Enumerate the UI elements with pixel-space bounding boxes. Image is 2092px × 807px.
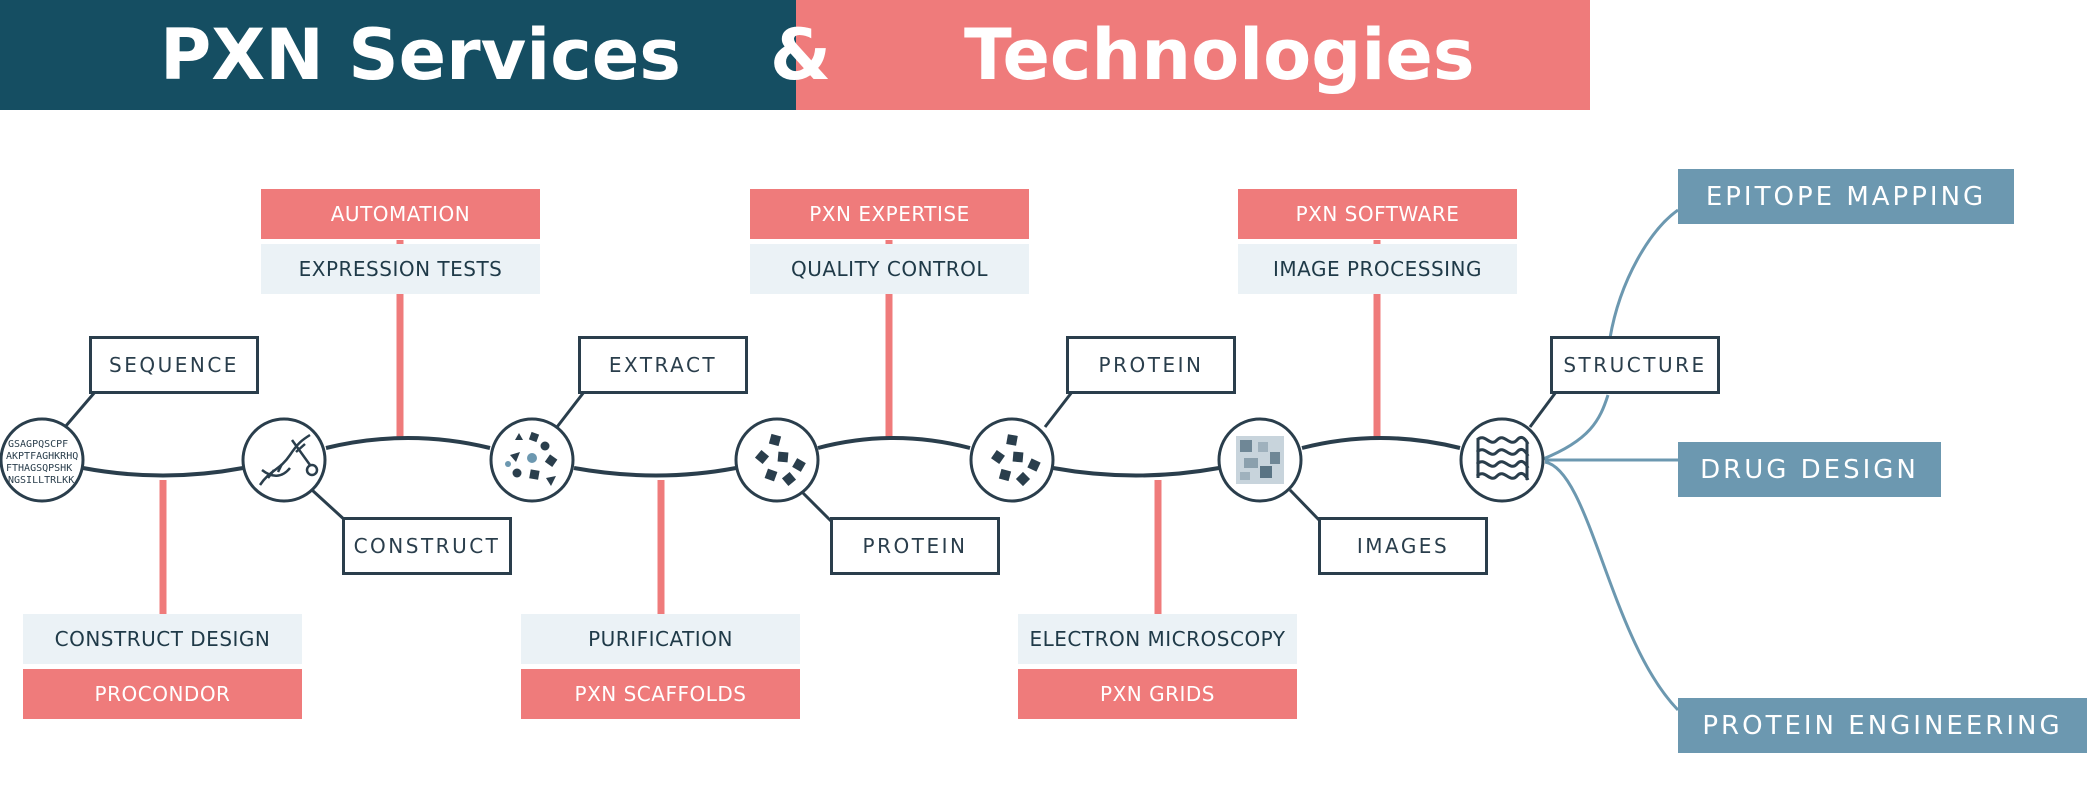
output-protein-purified: PROTEIN: [830, 517, 1000, 575]
node-qc-protein: [969, 417, 1055, 503]
branch-structure-up: [1542, 394, 1610, 461]
pipeline-link-6: [1301, 436, 1461, 450]
header-services-panel: PXN Services: [0, 0, 796, 110]
node-structure: [1459, 417, 1545, 503]
sequence-line-4: NGSILLTRLKK: [8, 475, 74, 486]
tag-service-image-processing: IMAGE PROCESSING: [1238, 244, 1517, 294]
sequence-line-2: AKPTFAGHKRHQ: [6, 451, 78, 462]
output-images: IMAGES: [1318, 517, 1488, 575]
tag-service-electron-microscopy: ELECTRON MICROSCOPY: [1018, 614, 1297, 664]
pipeline-link-5: [1052, 466, 1220, 478]
node-purified-protein: [734, 417, 820, 503]
pointer-structure: [1528, 391, 1558, 428]
pointer-images: [1288, 488, 1323, 524]
protein-particles-icon: [754, 433, 806, 487]
tag-tech-automation: AUTOMATION: [261, 189, 540, 239]
output-extract: EXTRACT: [578, 336, 748, 394]
pipeline-link-2: [325, 436, 491, 450]
header-ampersand: &: [770, 14, 832, 96]
pointer-sequence: [63, 391, 97, 428]
pointer-protein-1: [798, 488, 834, 524]
tag-tech-procondor: PROCONDOR: [23, 669, 302, 719]
header-services-title: PXN Services: [160, 14, 681, 96]
tag-service-construct-design: CONSTRUCT DESIGN: [23, 614, 302, 664]
micrograph-image-icon: [1236, 436, 1284, 484]
pointer-protein-2: [1043, 391, 1074, 428]
branch-protein-engineering: [1544, 460, 1680, 712]
sequence-line-3: FTHAGSQPSHK: [6, 463, 72, 474]
pipeline-link-4: [817, 436, 971, 450]
sequence-text-icon: GSAGPQSCPF AKPTFAGHKRHQ FTHAGSQPSHK NGSI…: [6, 439, 78, 486]
helix-structure-icon: [1475, 436, 1530, 481]
output-sequence: SEQUENCE: [89, 336, 259, 394]
tag-tech-pxn-grids: PXN GRIDS: [1018, 669, 1297, 719]
pipeline-link-3: [573, 466, 737, 478]
tag-tech-pxn-software: PXN SOFTWARE: [1238, 189, 1517, 239]
header-technologies-panel: Technologies: [796, 0, 1590, 110]
tag-tech-pxn-expertise: PXN EXPERTISE: [750, 189, 1029, 239]
header-technologies-title: Technologies: [964, 14, 1475, 96]
tag-service-expression-tests: EXPRESSION TESTS: [261, 244, 540, 294]
tag-service-purification: PURIFICATION: [521, 614, 800, 664]
output-protein-qc: PROTEIN: [1066, 336, 1236, 394]
tag-service-quality-control: QUALITY CONTROL: [750, 244, 1029, 294]
pointer-construct: [310, 488, 349, 524]
protein-particles-qc-icon: [991, 434, 1041, 487]
output-construct: CONSTRUCT: [342, 517, 512, 575]
application-epitope-mapping: EPITOPE MAPPING: [1678, 169, 2014, 224]
tag-tech-pxn-scaffolds: PXN SCAFFOLDS: [521, 669, 800, 719]
application-drug-design: DRUG DESIGN: [1678, 442, 1941, 497]
output-structure: STRUCTURE: [1550, 336, 1720, 394]
sequence-line-1: GSAGPQSCPF: [8, 439, 68, 450]
pipeline-link-1: [82, 466, 244, 478]
branch-epitope-mapping: [1608, 208, 1679, 339]
dna-tools-icon: [258, 433, 319, 486]
cell-extract-icon: [505, 431, 558, 486]
node-sequence: [0, 417, 85, 503]
node-construct: [241, 417, 327, 503]
pointer-extract: [555, 391, 586, 428]
application-protein-engineering: PROTEIN ENGINEERING: [1678, 698, 2087, 753]
